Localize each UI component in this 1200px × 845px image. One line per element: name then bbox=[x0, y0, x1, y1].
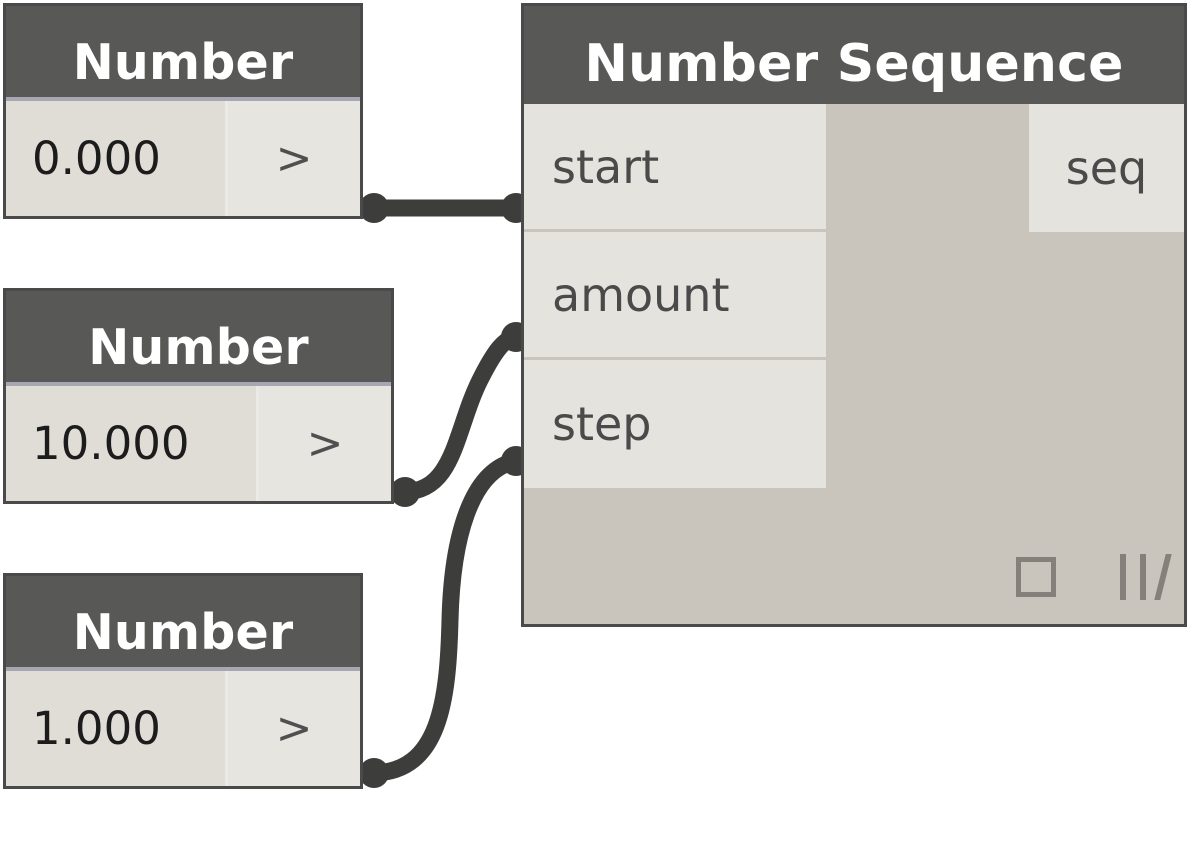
wire-amount[interactable] bbox=[390, 322, 531, 507]
input-port-amount[interactable]: amount bbox=[524, 232, 826, 360]
input-parameter-column: start amount step bbox=[524, 104, 826, 488]
component-footer-icons bbox=[1016, 554, 1172, 600]
number-node-start[interactable]: Number 0.000 > bbox=[3, 3, 363, 219]
input-port-start[interactable]: start bbox=[524, 104, 826, 232]
chevron-right-icon[interactable]: > bbox=[228, 101, 360, 216]
number-value-field[interactable]: 1.000 bbox=[6, 671, 228, 786]
bars-icon[interactable] bbox=[1120, 554, 1172, 600]
node-title: Number bbox=[72, 604, 294, 661]
number-sequence-node[interactable]: Number Sequence start amount step seq bbox=[521, 3, 1187, 627]
number-sequence-body: start amount step seq bbox=[524, 104, 1184, 624]
square-icon[interactable] bbox=[1016, 557, 1056, 597]
output-parameter-column: seq bbox=[1029, 104, 1184, 232]
number-node-body: 1.000 > bbox=[6, 667, 360, 786]
number-node-amount[interactable]: Number 10.000 > bbox=[3, 288, 394, 504]
wire-start[interactable] bbox=[359, 193, 531, 223]
number-node-body: 0.000 > bbox=[6, 97, 360, 216]
chevron-right-icon[interactable]: > bbox=[259, 386, 391, 501]
node-title: Number bbox=[88, 319, 309, 376]
node-title: Number bbox=[72, 34, 294, 91]
chevron-right-icon[interactable]: > bbox=[228, 671, 360, 786]
node-title: Number Sequence bbox=[584, 34, 1124, 94]
input-port-step[interactable]: step bbox=[524, 360, 826, 488]
number-value-field[interactable]: 10.000 bbox=[6, 386, 259, 501]
output-port-seq[interactable]: seq bbox=[1029, 104, 1184, 232]
bar-2 bbox=[1140, 554, 1146, 600]
number-node-body: 10.000 > bbox=[6, 382, 391, 501]
number-node-step[interactable]: Number 1.000 > bbox=[3, 573, 363, 789]
number-value-field[interactable]: 0.000 bbox=[6, 101, 228, 216]
bar-1 bbox=[1120, 554, 1126, 600]
bar-3-slant bbox=[1154, 554, 1172, 600]
